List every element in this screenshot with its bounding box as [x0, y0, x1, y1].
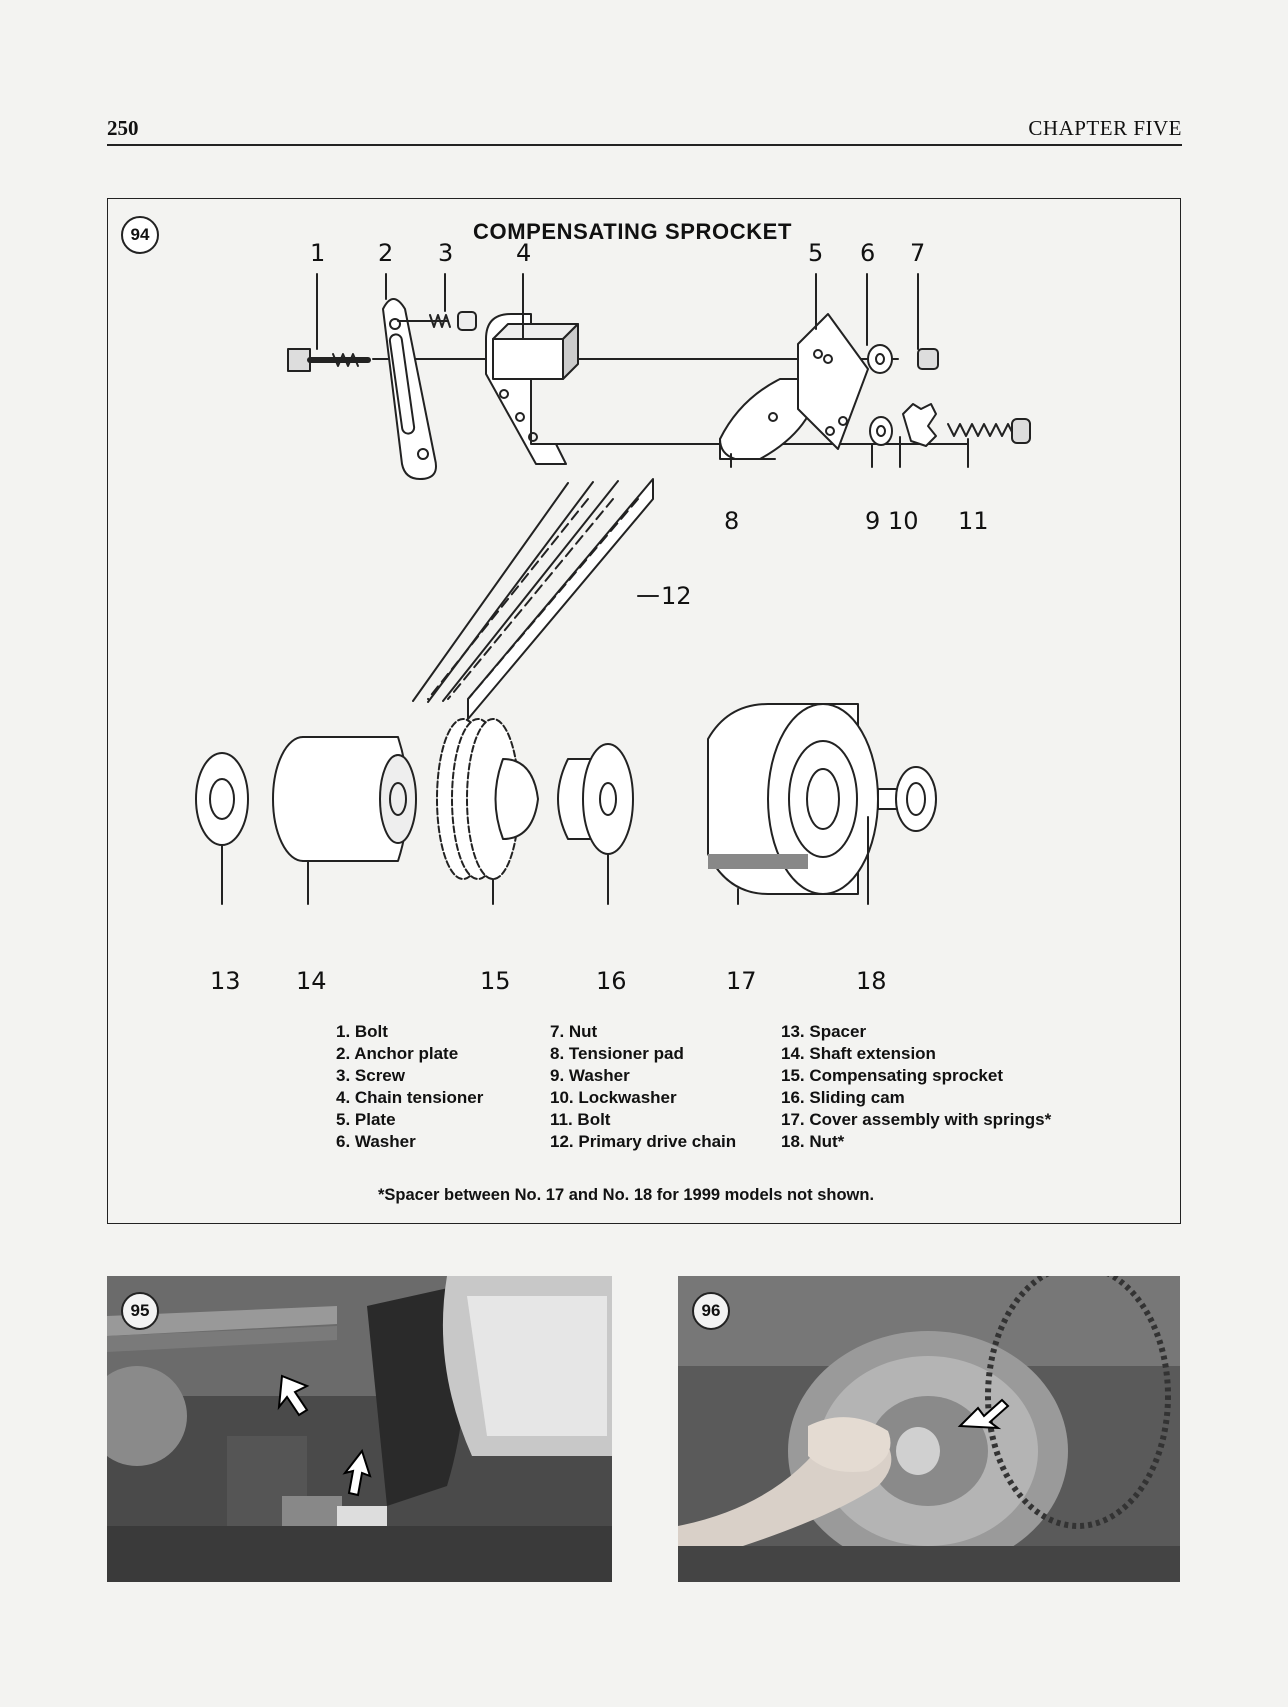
spacer-part-13	[195, 752, 249, 905]
photo-95: 95	[107, 1276, 612, 1582]
primary-drive-chain-part-12	[412, 478, 659, 720]
plate-part-5	[797, 313, 869, 450]
legend-item: 11. Bolt	[550, 1110, 611, 1129]
legend-item: 8. Tensioner pad	[550, 1044, 684, 1063]
callout-6: 6	[860, 239, 875, 267]
legend-item: 1. Bolt	[336, 1022, 388, 1041]
page-header: 250 CHAPTER FIVE	[107, 114, 1182, 146]
legend-item: 13. Spacer	[781, 1022, 867, 1041]
callout-1: 1	[310, 239, 325, 267]
figure-title: COMPENSATING SPROCKET	[473, 219, 792, 244]
callout-18: 18	[856, 967, 887, 995]
sliding-cam-part-16	[557, 743, 634, 905]
legend-item: 3. Screw	[336, 1066, 405, 1085]
legend-item: 17. Cover assembly with springs*	[781, 1110, 1052, 1129]
legend-item: 18. Nut*	[781, 1132, 845, 1151]
shaft-extension-part-14	[272, 736, 417, 905]
legend-item: 6. Washer	[336, 1132, 416, 1151]
screw-part-3	[397, 311, 477, 331]
legend-item: 10. Lockwasher	[550, 1088, 677, 1107]
chapter-title: CHAPTER FIVE	[1028, 116, 1182, 140]
callout-12: 12	[661, 582, 692, 610]
legend-item: 12. Primary drive chain	[550, 1132, 737, 1151]
callout-10: 10	[888, 507, 919, 535]
photo-96: 96	[678, 1276, 1180, 1582]
compensating-sprocket-part-15	[436, 718, 539, 905]
callout-17: 17	[726, 967, 757, 995]
callout-7: 7	[910, 239, 925, 267]
legend-item: 15. Compensating sprocket	[781, 1066, 1004, 1085]
anchor-plate-part-2	[382, 298, 437, 480]
cover-assembly-part-17	[707, 703, 879, 905]
callout-5: 5	[808, 239, 823, 267]
callout-2: 2	[378, 239, 393, 267]
callout-15: 15	[480, 967, 511, 995]
bolt-part-1	[287, 348, 371, 372]
callout-8: 8	[724, 507, 739, 535]
exploded-diagram: 1 2 3 4 5 6 7 8 9 10 11 12 13 14 15 16 1…	[195, 239, 1031, 995]
figure-94-box: 1 2 3 4 5 6 7 8 9 10 11 12 13 14 15 16 1…	[107, 198, 1181, 1224]
legend-item: 7. Nut	[550, 1022, 598, 1041]
legend-item: 16. Sliding cam	[781, 1088, 905, 1107]
photo-95-image	[107, 1276, 612, 1582]
footnote: *Spacer between No. 17 and No. 18 for 19…	[378, 1186, 875, 1204]
photo-96-image	[678, 1276, 1180, 1582]
figure-number-95: 95	[121, 1292, 159, 1330]
callout-4: 4	[516, 239, 531, 267]
callout-3: 3	[438, 239, 453, 267]
callout-14: 14	[296, 967, 327, 995]
legend-item: 5. Plate	[336, 1110, 396, 1129]
legend-column-1: 1. Bolt 2. Anchor plate 3. Screw 4. Chai…	[336, 1021, 483, 1153]
legend-column-3: 13. Spacer 14. Shaft extension 15. Compe…	[781, 1021, 1051, 1153]
legend-column-2: 7. Nut 8. Tensioner pad 9. Washer 10. Lo…	[550, 1021, 736, 1153]
callout-13: 13	[210, 967, 241, 995]
callout-16: 16	[596, 967, 627, 995]
nut-part-18	[867, 766, 937, 905]
callout-9: 9	[865, 507, 880, 535]
legend-item: 14. Shaft extension	[781, 1044, 936, 1063]
legend-item: 9. Washer	[550, 1066, 630, 1085]
legend-item: 2. Anchor plate	[336, 1044, 459, 1063]
figure-number-96: 96	[692, 1292, 730, 1330]
figure-number-94: 94	[121, 216, 159, 254]
page-number: 250	[107, 116, 139, 140]
callout-11: 11	[958, 507, 989, 535]
chain-tensioner-part-4	[485, 313, 579, 465]
legend-item: 4. Chain tensioner	[336, 1088, 484, 1107]
